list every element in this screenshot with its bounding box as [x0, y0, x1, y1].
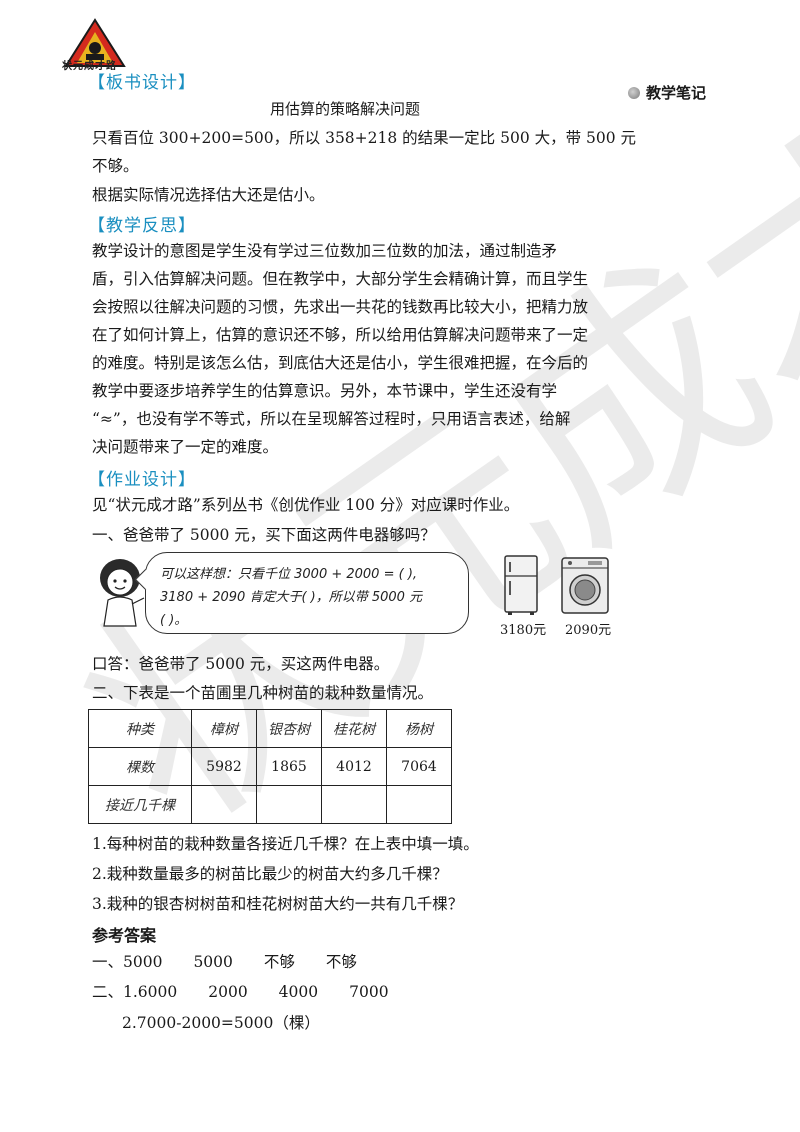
reflection-line: 教学中要逐步培养学生的估算意识。另外，本节课中，学生还没有学: [92, 382, 558, 400]
oral-answer-line: 口答：爸爸带了 5000 元，买这两件电器。: [92, 655, 390, 673]
table-cell: 7064: [386, 747, 452, 786]
table-header-cell: 种类: [88, 709, 192, 748]
board-design-heading: 【板书设计】: [88, 73, 196, 93]
board-title: 用估算的策略解决问题: [269, 100, 420, 118]
question-1: 一、爸爸带了 5000 元，买下面这两件电器够吗？: [92, 526, 436, 544]
reflection-line: 的难度。特别是该怎么估，到底估大还是估小，学生很难把握，在今后的: [92, 354, 589, 372]
table-cell: 1865: [256, 747, 322, 786]
refrigerator-icon: [504, 555, 538, 615]
board-line-1: 只看百位 300+200=500，所以 358+218 的结果一定比 500 大…: [92, 129, 637, 147]
answer-line-2: 二、1.6000 2000 4000 7000: [92, 983, 389, 1001]
reflection-line: 在了如何计算上，估算的意识还不够，所以给用估算解决问题带来了一定: [92, 326, 589, 344]
answers-heading: 参考答案: [92, 926, 157, 945]
sub-question-3: 3.栽种的银杏树树苗和桂花树树苗大约一共有几千棵？: [92, 895, 464, 913]
table-header-cell: 银杏树: [256, 709, 322, 748]
logo-icon: [64, 18, 126, 67]
bullet-icon: [628, 86, 640, 99]
sub-question-2: 2.栽种数量最多的树苗比最少的树苗大约多几千棵？: [92, 865, 448, 883]
board-line-3: 根据实际情况选择估大还是估小。: [92, 186, 325, 204]
table-row-label: 棵数: [88, 747, 192, 786]
homework-intro: 见“状元成才路”系列丛书《创优作业 100 分》对应课时作业。: [92, 496, 520, 514]
reflection-line: “≈”，也没有学不等式，所以在呈现解答过程时，只用语言表述，给解: [92, 410, 571, 428]
logo-text: 状元成才路: [62, 61, 117, 72]
reflection-line: 盾，引入估算解决问题。但在教学中，大部分学生会精确计算，而且学生: [92, 270, 589, 288]
bubble-line-1: 可以这样想：只看千位 3000 + 2000 = ( ),: [160, 567, 418, 582]
table-cell-blank[interactable]: [386, 785, 452, 824]
answer-line-1: 一、5000 5000 不够 不够: [92, 953, 357, 971]
table-header-row: 种类 樟树 银杏树 桂花树 杨树: [88, 709, 452, 748]
table-header-cell: 樟树: [191, 709, 257, 748]
fridge-price: 3180元: [500, 623, 547, 638]
question-2: 二、下表是一个苗圃里几种树苗的栽种数量情况。: [92, 684, 434, 702]
table-cell: 5982: [191, 747, 257, 786]
speech-bubble: [145, 552, 469, 634]
teaching-notes-label: 教学笔记: [628, 82, 706, 103]
table-row-label: 接近几千棵: [88, 785, 192, 824]
washer-price: 2090元: [565, 623, 612, 638]
tree-seedling-table: 种类 樟树 银杏树 桂花树 杨树 棵数 5982 1865 4012 7064 …: [88, 709, 452, 824]
table-cell-blank[interactable]: [321, 785, 387, 824]
reflection-heading: 【教学反思】: [88, 216, 196, 236]
washing-machine-icon: [561, 557, 609, 614]
table-row: 棵数 5982 1865 4012 7064: [88, 747, 452, 786]
table-cell: 4012: [321, 747, 387, 786]
girl-illustration-icon: [100, 559, 145, 627]
table-row: 接近几千棵: [88, 785, 452, 824]
sub-question-1: 1.每种树苗的栽种数量各接近几千棵？在上表中填一填。: [92, 835, 479, 853]
reflection-line: 教学设计的意图是学生没有学过三位数加三位数的加法，通过制造矛: [92, 242, 558, 260]
table-cell-blank[interactable]: [256, 785, 322, 824]
table-header-cell: 杨树: [386, 709, 452, 748]
answer-line-3: 2.7000-2000=5000（棵）: [122, 1014, 320, 1032]
reflection-line: 决问题带来了一定的难度。: [92, 438, 279, 456]
homework-heading: 【作业设计】: [88, 470, 196, 490]
reflection-line: 会按照以往解决问题的习惯，先求出一共花的钱数再比较大小，把精力放: [92, 298, 589, 316]
teaching-notes-text: 教学笔记: [646, 84, 707, 102]
bubble-line-3: ( )。: [160, 613, 188, 628]
board-line-2: 不够。: [92, 157, 139, 175]
table-cell-blank[interactable]: [191, 785, 257, 824]
table-header-cell: 桂花树: [321, 709, 387, 748]
bubble-line-2: 3180 + 2090 肯定大于( )，所以带 5000 元: [160, 590, 423, 605]
